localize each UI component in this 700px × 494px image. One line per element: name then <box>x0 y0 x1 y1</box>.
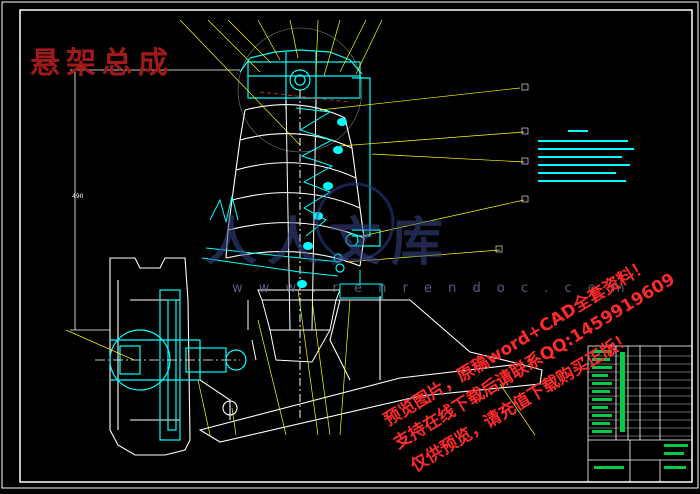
watermark-url: w w w . r e n r e n d o c . c o m <box>232 281 631 296</box>
spring-sections <box>297 118 347 288</box>
detail-circle <box>237 27 363 153</box>
watermark-logo-text: 人人文库 <box>205 213 454 273</box>
title-block-rows <box>588 355 692 437</box>
coil-spring-icon <box>225 104 365 267</box>
wheel-hub-icon <box>109 257 191 456</box>
svg-text:490: 490 <box>72 193 84 200</box>
inner-frame <box>19 9 693 483</box>
title-block-fills <box>592 350 688 469</box>
dust-boot <box>201 107 341 277</box>
leader-tags <box>495 83 529 253</box>
lower-strut <box>247 289 341 363</box>
hub-assembly <box>109 289 247 441</box>
height-dimension: 490 <box>70 69 240 331</box>
drawing-title: 悬架总成 <box>30 46 174 81</box>
ball-joint-bracket <box>339 270 383 299</box>
leader-lines <box>65 19 536 436</box>
lower-control-arm-icon <box>198 296 543 443</box>
top-mount-dash <box>259 91 351 103</box>
watermark-ring <box>315 182 395 262</box>
technical-notes <box>538 130 634 182</box>
title-block <box>587 345 693 483</box>
